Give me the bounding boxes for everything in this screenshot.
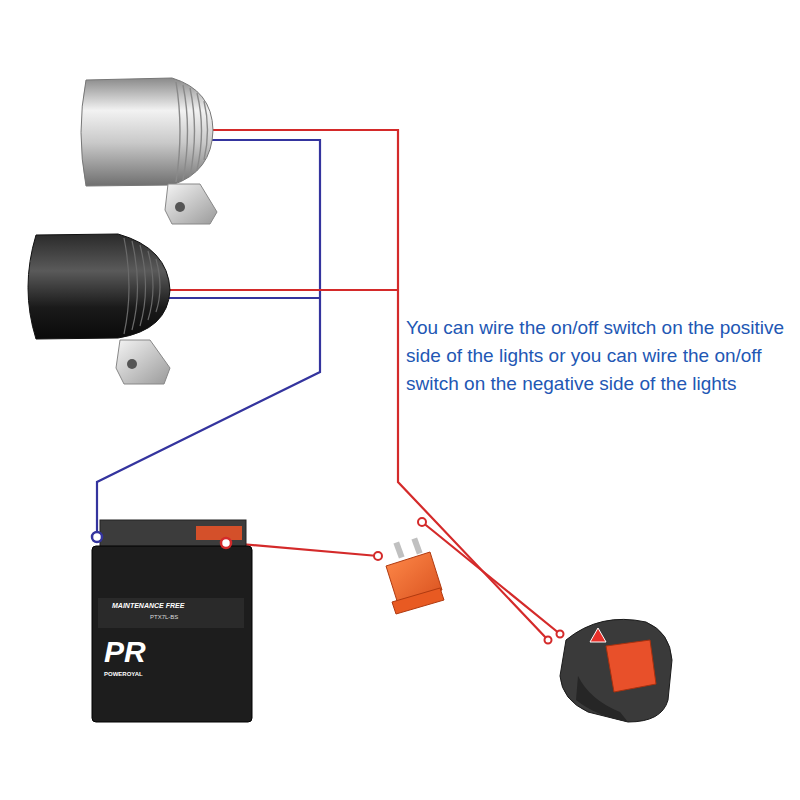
handlebar-switch-part — [557, 631, 564, 638]
black-lamp-part — [116, 340, 170, 384]
handlebar-switch — [545, 619, 673, 722]
blue-wire — [97, 140, 320, 532]
blue-wire-part — [166, 297, 320, 299]
battery-model: PTX7L-BS — [150, 613, 178, 621]
silver-lamp-part-part — [204, 101, 208, 160]
silver-lamp — [81, 78, 217, 224]
battery-part — [92, 546, 252, 722]
battery-label: MAINTENANCE FREE — [112, 601, 184, 610]
battery-part — [92, 532, 102, 542]
battery-logo: PR — [104, 636, 146, 668]
battery-part — [221, 538, 231, 548]
black-lamp — [28, 234, 170, 384]
black-lamp-part — [28, 234, 170, 339]
silver-lamp-part — [81, 78, 213, 186]
silver-lamp-part-part — [197, 93, 202, 170]
note-text: You can wire the on/off switch on the po… — [406, 314, 786, 398]
handlebar-switch-part — [545, 637, 552, 644]
battery-brand: POWEROYAL — [104, 670, 143, 678]
black-lamp-part-part — [140, 245, 146, 326]
black-lamp-part — [124, 238, 160, 334]
black-lamp-part-part — [124, 238, 129, 334]
handlebar-switch-part — [606, 640, 656, 692]
blue-wire-part — [97, 140, 320, 532]
black-lamp-part-part — [132, 241, 138, 330]
handlebar-switch-part — [560, 619, 672, 722]
battery — [92, 520, 252, 722]
black-lamp-part-part — [148, 251, 153, 320]
battery-part — [196, 526, 242, 540]
silver-lamp-part-part — [176, 82, 180, 182]
blade-fuse-part — [393, 541, 404, 558]
blade-fuse-part — [418, 518, 426, 526]
silver-lamp-part — [176, 82, 208, 182]
battery-part — [98, 598, 244, 628]
silver-lamp-part-part — [183, 85, 188, 180]
blade-fuse-part — [411, 537, 422, 554]
red-wire-part — [422, 522, 560, 634]
blade-fuse — [374, 518, 444, 614]
blade-fuse-part — [392, 588, 444, 614]
blade-fuse-part — [374, 552, 382, 560]
silver-lamp-part-part — [190, 88, 195, 176]
silver-lamp-part — [165, 184, 217, 224]
black-lamp-part-part — [156, 259, 160, 312]
silver-lamp-part — [175, 202, 185, 212]
black-lamp-part — [127, 359, 137, 369]
handlebar-switch-part — [590, 628, 606, 642]
red-wire-part — [166, 289, 398, 291]
